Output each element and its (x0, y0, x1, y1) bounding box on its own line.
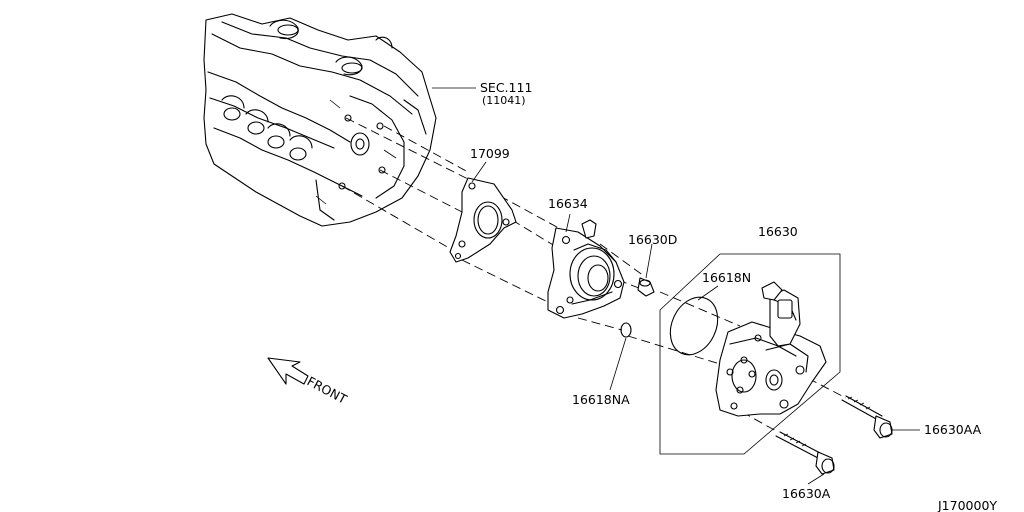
label-pump-assy: 16630 (758, 224, 798, 239)
label-bolt-a: 16630A (782, 486, 831, 501)
label-diagram-id: J170000Y (937, 498, 997, 512)
gasket-17099-drawing (449, 177, 517, 263)
leader-lines (432, 87, 920, 485)
cylinder-head-drawing (203, 13, 437, 227)
label-gasket: 17099 (470, 146, 510, 161)
label-sec-sub: (11041) (482, 94, 526, 107)
label-housing: 16634 (548, 196, 588, 211)
oring-16618na-drawing (620, 322, 632, 338)
label-front: FRONT (305, 373, 350, 406)
bolt-16630a-drawing (775, 431, 835, 475)
housing-16634-drawing (547, 219, 625, 319)
label-bolt-aa: 16630AA (924, 422, 982, 437)
label-oring: 16618N (702, 270, 751, 285)
pump-body-drawing (715, 281, 827, 417)
label-oring-a: 16618NA (572, 392, 630, 407)
oring-16618n-drawing (669, 296, 719, 356)
label-dowel: 16630D (628, 232, 677, 247)
pump-assembly-box (659, 253, 841, 455)
bolt-16630aa-drawing (841, 395, 893, 439)
dowel-16630d-drawing (637, 277, 655, 297)
front-arrow-icon (267, 357, 309, 385)
label-sec: SEC.111 (480, 80, 532, 95)
